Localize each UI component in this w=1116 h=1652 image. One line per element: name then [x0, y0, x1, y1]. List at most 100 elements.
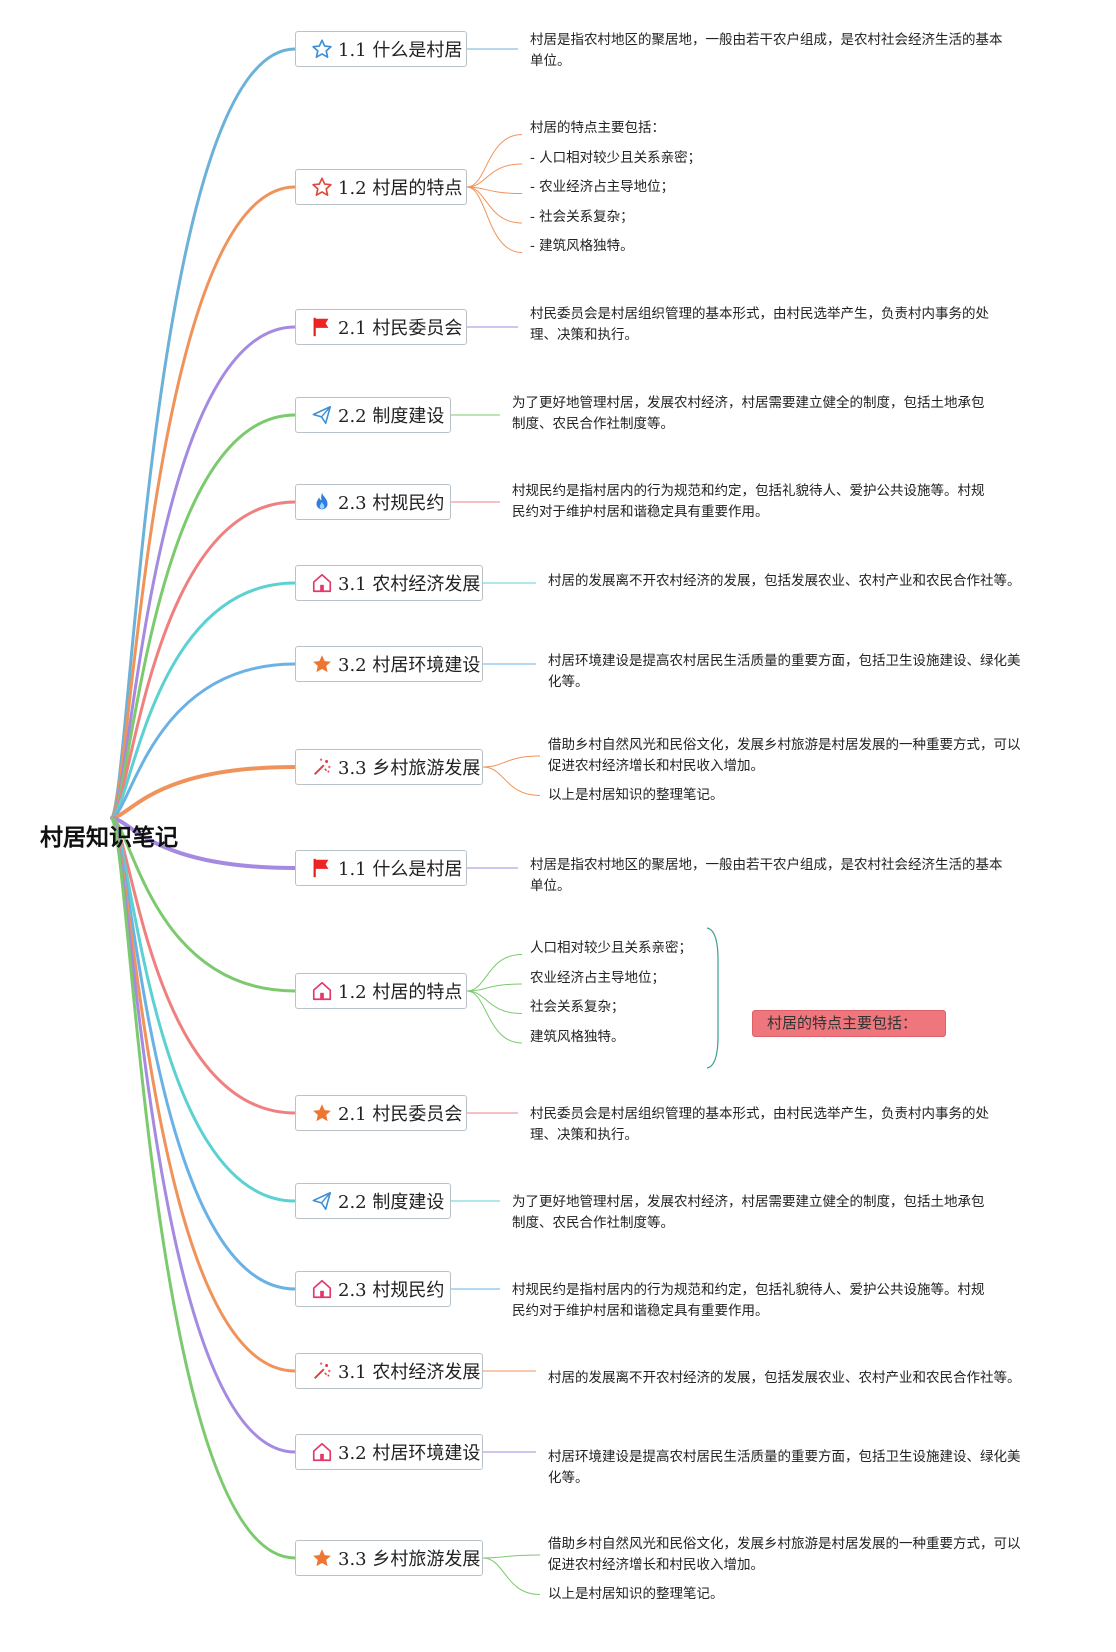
note-text[interactable]: 单位。 [530, 53, 571, 69]
topic-node[interactable]: 3.2 村居环境建设 [295, 1434, 483, 1470]
flame-icon [311, 491, 333, 513]
topic-label: 1.2 村居的特点 [338, 982, 463, 1003]
home-icon [311, 572, 333, 594]
topic-node[interactable]: 3.1 农村经济发展 [295, 1353, 483, 1389]
note-connector [466, 983, 523, 992]
note-text[interactable]: 促进农村经济增长和村民收入增加。 [548, 758, 764, 774]
topic-node[interactable]: 2.2 制度建设 [295, 1183, 451, 1219]
note-connector [466, 990, 523, 1014]
note-connector [482, 1557, 541, 1595]
topic-node[interactable]: 2.1 村民委员会 [295, 309, 467, 345]
topic-node[interactable]: 2.3 村规民约 [295, 484, 451, 520]
topic-label: 3.3 乡村旅游发展 [338, 1549, 481, 1570]
note-connector [466, 134, 523, 188]
topic-label: 1.1 什么是村居 [338, 859, 463, 880]
topic-node[interactable]: 1.2 村居的特点 [295, 973, 467, 1009]
note-text[interactable]: - 建筑风格独特。 [530, 238, 634, 254]
star-outline-icon [311, 38, 333, 60]
note-text[interactable]: 借助乡村自然风光和民俗文化，发展乡村旅游是村居发展的一种重要方式，可以 [548, 1536, 1021, 1552]
topic-label: 3.1 农村经济发展 [338, 574, 481, 595]
note-text[interactable]: 制度、农民合作社制度等。 [512, 1215, 674, 1231]
note-connector [482, 1554, 541, 1559]
note-text[interactable]: 村居的特点主要包括： [530, 120, 665, 136]
branch-line [110, 816, 297, 1560]
note-text[interactable]: - 农业经济占主导地位； [530, 179, 675, 195]
note-text[interactable]: 村居的发展离不开农村经济的发展，包括发展农业、农村产业和农民合作社等。 [548, 1370, 1021, 1386]
branch-line [110, 413, 297, 820]
note-text[interactable]: 社会关系复杂； [530, 999, 625, 1015]
note-text[interactable]: 农业经济占主导地位； [530, 969, 665, 986]
note-text[interactable]: 理、决策和执行。 [530, 327, 638, 343]
topic-node[interactable]: 2.1 村民委员会 [295, 1095, 467, 1131]
topic-node[interactable]: 3.3 乡村旅游发展 [295, 749, 483, 785]
topic-node[interactable]: 3.1 农村经济发展 [295, 565, 483, 601]
note-text[interactable]: 化等。 [548, 1470, 589, 1486]
note-connector [466, 186, 523, 224]
note-text[interactable]: 为了更好地管理村居，发展农村经济，村居需要建立健全的制度，包括土地承包 [512, 395, 985, 411]
red-flag-icon [311, 857, 333, 879]
note-text[interactable]: 村民委员会是村居组织管理的基本形式，由村民选举产生，负责村内事务的处 [530, 1106, 989, 1122]
note-text[interactable]: 村规民约是指村居内的行为规范和约定，包括礼貌待人、爱护公共设施等。村规 [512, 1282, 985, 1298]
note-text[interactable]: 以上是村居知识的整理笔记。 [548, 787, 724, 803]
branch-line [110, 816, 297, 993]
note-text[interactable]: 制度、农民合作社制度等。 [512, 416, 674, 432]
note-text[interactable]: 单位。 [530, 878, 571, 894]
note-text[interactable]: 村居的发展离不开农村经济的发展，包括发展农业、农村产业和农民合作社等。 [548, 573, 1021, 589]
orange-star-icon [311, 1547, 333, 1569]
topic-label: 1.2 村居的特点 [338, 178, 463, 199]
home-icon [311, 980, 333, 1002]
note-text[interactable]: 建筑风格独特。 [530, 1028, 625, 1045]
note-text[interactable]: 村居是指农村地区的聚居地，一般由若干农户组成，是农村社会经济生活的基本 [530, 857, 1003, 873]
note-text[interactable]: 村居环境建设是提高农村居民生活质量的重要方面，包括卫生设施建设、绿化美 [548, 1449, 1021, 1465]
topic-node[interactable]: 2.2 制度建设 [295, 397, 451, 433]
note-text[interactable]: 民约对于维护村居和谐稳定具有重要作用。 [512, 504, 769, 520]
branch-line [110, 581, 297, 820]
note-text[interactable]: 村规民约是指村居内的行为规范和约定，包括礼貌待人、爱护公共设施等。村规 [512, 483, 985, 499]
orange-star-icon [311, 653, 333, 675]
branch-line [110, 816, 297, 870]
topic-node[interactable]: 1.1 什么是村居 [295, 31, 467, 67]
topic-label: 3.1 农村经济发展 [338, 1362, 481, 1383]
note-text[interactable]: 村居环境建设是提高农村居民生活质量的重要方面，包括卫生设施建设、绿化美 [548, 653, 1021, 669]
note-text[interactable]: - 社会关系复杂； [530, 208, 634, 225]
paper-plane-icon [311, 1190, 333, 1212]
note-text[interactable]: 民约对于维护村居和谐稳定具有重要作用。 [512, 1303, 769, 1319]
root-topic[interactable]: 村居知识笔记 [40, 825, 178, 851]
note-text[interactable]: 促进农村经济增长和村民收入增加。 [548, 1557, 764, 1573]
note-text[interactable]: 以上是村居知识的整理笔记。 [548, 1586, 724, 1602]
note-text[interactable]: 化等。 [548, 674, 589, 690]
summary-bracket [706, 927, 719, 1069]
topic-node[interactable]: 3.2 村居环境建设 [295, 646, 483, 682]
branch-line [110, 185, 297, 820]
topic-label: 3.2 村居环境建设 [338, 1443, 481, 1464]
note-text[interactable]: 村民委员会是村居组织管理的基本形式，由村民选举产生，负责村内事务的处 [530, 306, 989, 322]
topic-label: 2.1 村民委员会 [338, 318, 463, 339]
note-connector [466, 990, 523, 1044]
home-icon [311, 1278, 333, 1300]
summary-callout[interactable]: 村居的特点主要包括： [752, 1010, 946, 1037]
note-connector [466, 163, 523, 188]
note-connector [466, 954, 523, 992]
topic-node[interactable]: 1.2 村居的特点 [295, 169, 467, 205]
branch-line [110, 816, 297, 1373]
note-connector [466, 186, 523, 253]
topic-label: 3.2 村居环境建设 [338, 655, 481, 676]
note-text[interactable]: 村居是指农村地区的聚居地，一般由若干农户组成，是农村社会经济生活的基本 [530, 32, 1003, 48]
paper-plane-icon [311, 404, 333, 426]
topic-node[interactable]: 3.3 乡村旅游发展 [295, 1540, 483, 1576]
note-text[interactable]: 人口相对较少且关系亲密； [530, 940, 692, 956]
sparkle-icon [311, 756, 333, 778]
topic-label: 2.1 村民委员会 [338, 1104, 463, 1125]
note-text[interactable]: 理、决策和执行。 [530, 1127, 638, 1143]
note-text[interactable]: 为了更好地管理村居，发展农村经济，村居需要建立健全的制度，包括土地承包 [512, 1194, 985, 1210]
note-connector [482, 766, 541, 796]
note-text[interactable]: - 人口相对较少且关系亲密； [530, 149, 702, 166]
note-text[interactable]: 借助乡村自然风光和民俗文化，发展乡村旅游是村居发展的一种重要方式，可以 [548, 737, 1021, 753]
orange-star-icon [311, 1102, 333, 1124]
topic-label: 2.2 制度建设 [338, 406, 445, 427]
topic-node[interactable]: 1.1 什么是村居 [295, 850, 467, 886]
star-outline-red-icon [311, 176, 333, 198]
topic-node[interactable]: 2.3 村规民约 [295, 1271, 451, 1307]
note-connector [482, 755, 541, 768]
